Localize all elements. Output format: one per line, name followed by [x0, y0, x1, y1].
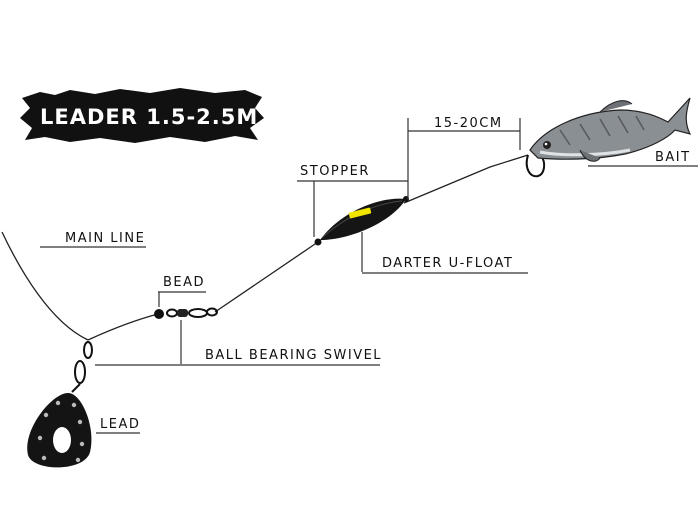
- main-line: [1, 231, 89, 341]
- leader-line: [214, 241, 319, 313]
- main-line-to-swivel: [87, 313, 159, 341]
- lead-weight-icon: [27, 393, 92, 468]
- main-line-label: MAIN LINE: [65, 231, 145, 246]
- leader-banner: LEADER 1.5-2.5M: [20, 88, 264, 143]
- bait-label: BAIT: [655, 150, 691, 165]
- banner-text: LEADER 1.5-2.5M: [40, 105, 258, 129]
- banner-background: [20, 88, 264, 143]
- lead-swivel: [71, 341, 93, 393]
- bead-label: BEAD: [163, 275, 205, 290]
- distance-label: 15-20CM: [434, 116, 503, 131]
- hook-icon: [525, 154, 546, 178]
- swivel-label: BALL BEARING SWIVEL: [205, 348, 382, 363]
- swivel-icon: [166, 307, 218, 318]
- float-label: DARTER U-FLOAT: [382, 256, 513, 271]
- bead-icon: [154, 309, 164, 319]
- bait-fish-icon: [529, 97, 692, 162]
- leader-line-upper: [403, 154, 529, 204]
- stopper-label: STOPPER: [300, 164, 370, 179]
- lead-label: LEAD: [100, 417, 140, 432]
- darter-float-icon: [314, 196, 409, 246]
